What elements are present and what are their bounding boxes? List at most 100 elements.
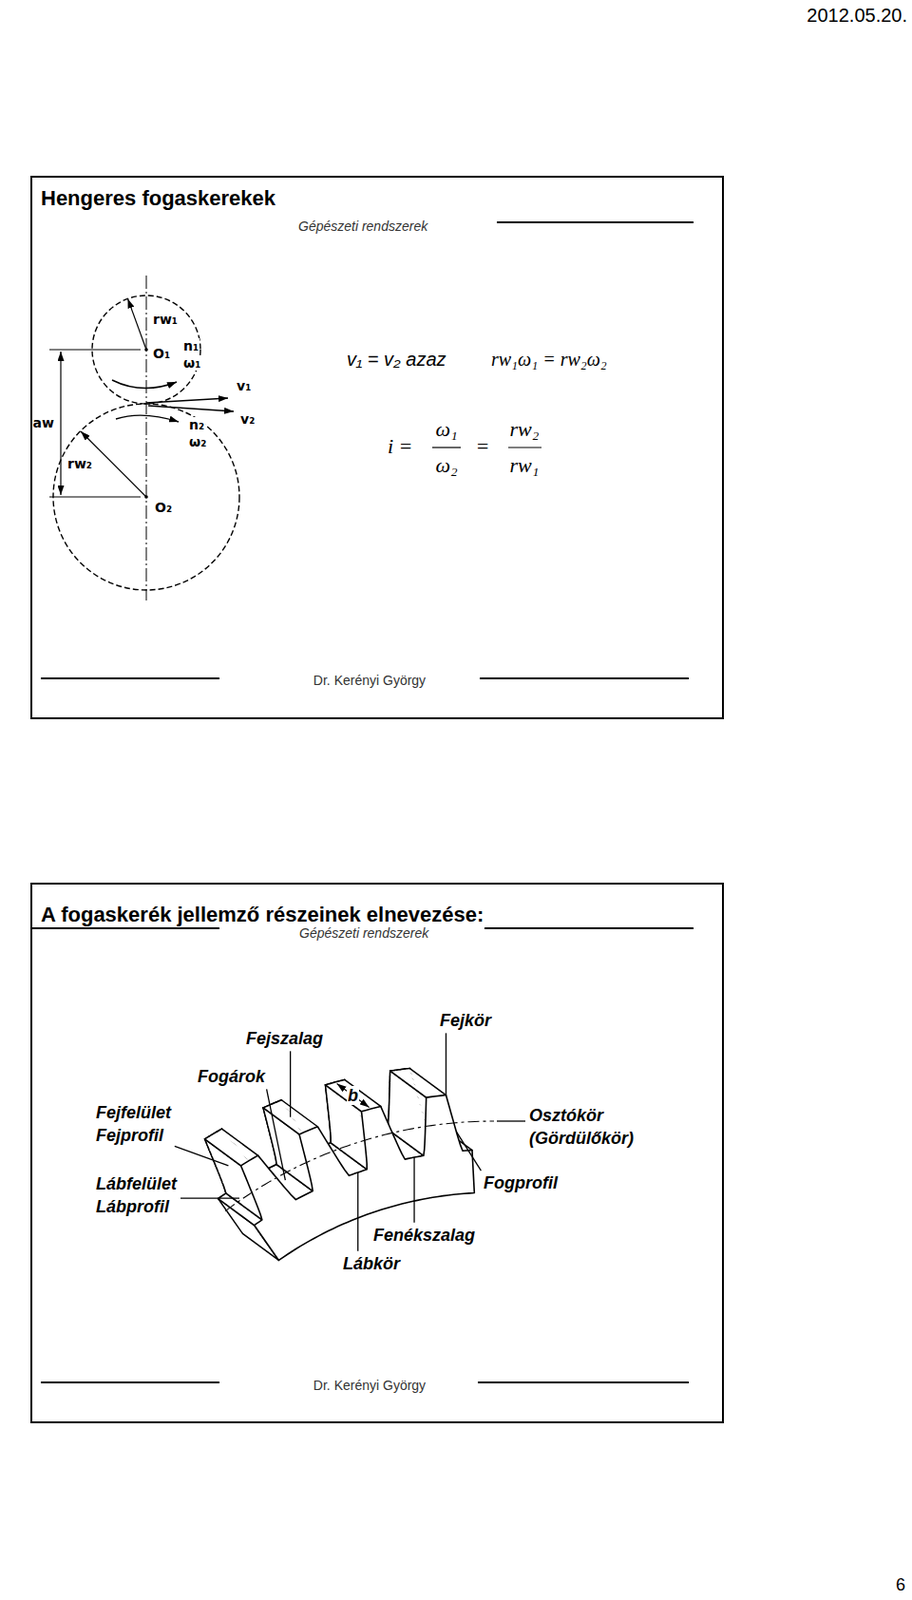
leader-line — [174, 1145, 229, 1166]
distance-label: aw — [32, 415, 56, 431]
surface-patch — [217, 1128, 259, 1159]
formula: i = — [387, 434, 413, 458]
angular-speed-label: ω₂ — [188, 434, 208, 450]
back-edge — [399, 1067, 405, 1070]
radius-line — [128, 298, 148, 350]
back-edge — [326, 1107, 329, 1114]
formula: rw₁ — [510, 453, 540, 477]
back-edge — [388, 1082, 391, 1088]
center-label: O₁ — [152, 345, 171, 361]
edge-line — [222, 1128, 259, 1156]
back-edge — [340, 1079, 345, 1081]
gear-segment — [205, 1068, 494, 1261]
dimension-line — [59, 351, 61, 495]
back-edge — [329, 1137, 332, 1143]
center-dot — [144, 494, 149, 499]
back-edge — [388, 1105, 391, 1112]
formula: rw₂ — [510, 417, 540, 441]
back-edge — [217, 1128, 223, 1132]
slide-title: Hengeres fogaskerekek — [40, 186, 276, 210]
back-edge — [328, 1119, 331, 1125]
header-rule — [496, 221, 694, 224]
back-edge — [325, 1096, 328, 1102]
radius-label: rw₁ — [152, 311, 179, 327]
tooth-surface — [212, 1131, 254, 1161]
footer-rule — [479, 677, 689, 680]
author-footer: Dr. Kerényi György — [313, 1377, 426, 1393]
part-name: Fejszalag — [245, 1028, 324, 1049]
edge-line — [409, 1068, 446, 1096]
back-edge — [335, 1081, 341, 1083]
pitch-circle-figure — [49, 275, 240, 601]
surface-patch — [330, 1082, 372, 1110]
back-edge — [387, 1111, 390, 1118]
back-edge — [327, 1113, 330, 1120]
velocity-arrow — [146, 398, 228, 403]
surface-patch — [272, 1102, 314, 1131]
part-name: Osztókör — [528, 1105, 605, 1126]
tooth-surface — [272, 1102, 314, 1131]
speed-label: n₂ — [188, 417, 206, 433]
back-edge — [329, 1130, 332, 1137]
formula: = — [475, 434, 491, 458]
footer-rule — [40, 677, 220, 680]
slide-subtitle: Gépészeti rendszerek — [299, 925, 429, 941]
back-edge — [276, 1100, 282, 1102]
back-edge — [272, 1102, 278, 1104]
fraction-bar — [508, 446, 542, 448]
leader-line — [266, 1088, 286, 1180]
part-name: Fejprofil — [95, 1125, 165, 1146]
velocity-arrow — [148, 405, 234, 412]
footer-rule — [477, 1381, 689, 1384]
slide-subtitle: Gépészeti rendszerek — [298, 218, 428, 234]
edge-line — [281, 1100, 318, 1127]
slide-title: A fogaskerék jellemző részeinek elnevezé… — [40, 902, 484, 927]
back-edge — [220, 1195, 224, 1197]
velocity-label: v₂ — [239, 411, 256, 427]
rotation-arrow — [115, 415, 179, 422]
part-name: Lábfelület — [95, 1174, 178, 1195]
header-rule — [484, 927, 694, 930]
page-number: 6 — [895, 1575, 906, 1596]
width-arrow — [337, 1083, 370, 1108]
leader-line — [180, 1197, 240, 1199]
leader-lines — [174, 1032, 526, 1251]
dimension-label: b — [346, 1085, 360, 1106]
formula: v₁ = v₂ azaz — [346, 348, 447, 371]
leader-line — [289, 1050, 291, 1117]
surface-patch — [325, 1083, 367, 1111]
part-name: Fejfelület — [95, 1102, 172, 1123]
tooth-surface — [325, 1083, 367, 1111]
leader-line — [413, 1157, 415, 1223]
tooth-surface — [404, 1068, 446, 1097]
author-footer: Dr. Kerényi György — [313, 672, 426, 688]
back-edge — [209, 1133, 213, 1137]
angular-speed-label: ω₁ — [182, 355, 202, 371]
formula: ω₂ — [435, 453, 457, 477]
back-edge — [388, 1093, 391, 1100]
formula: ω₁ — [435, 417, 457, 441]
extension-line — [49, 496, 141, 498]
part-name: Fogárok — [196, 1066, 266, 1087]
back-edge — [404, 1067, 410, 1070]
back-edge — [326, 1102, 329, 1108]
part-name: Fogprofil — [482, 1173, 559, 1194]
formula: rw₁ω₁ = rw₂ω₂ — [491, 348, 608, 371]
back-edge — [212, 1131, 218, 1135]
back-edge — [388, 1087, 391, 1094]
slide-frame: Hengeres fogaskerekekGépészeti rendszere… — [30, 175, 724, 720]
edge-line — [390, 1070, 427, 1098]
back-edge — [324, 1090, 327, 1097]
surface-patch — [390, 1069, 432, 1098]
surface-patch — [404, 1068, 446, 1097]
back-edge — [395, 1068, 400, 1071]
fraction-bar — [432, 446, 461, 448]
part-name: (Gördülőkör) — [528, 1128, 635, 1149]
date-stamp: 2012.05.20. — [806, 4, 908, 27]
part-name: Lábprofil — [95, 1197, 171, 1217]
extension-line — [49, 349, 141, 351]
back-edge — [330, 1082, 336, 1083]
